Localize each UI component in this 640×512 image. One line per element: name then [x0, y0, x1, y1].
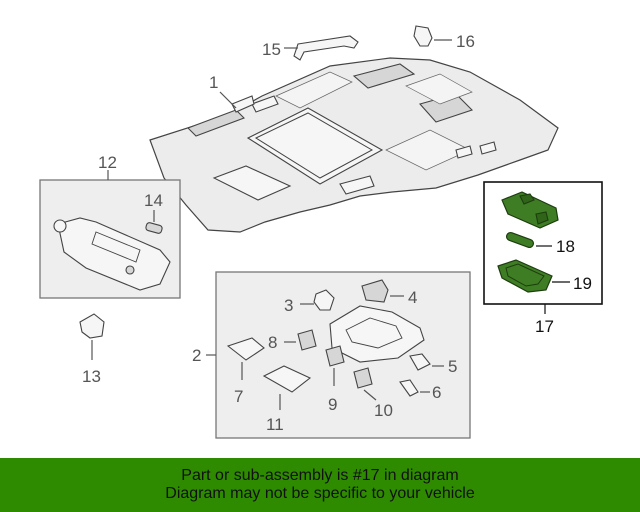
- callout-18: 18: [556, 237, 575, 256]
- callout-15: 15: [262, 40, 281, 59]
- callout-7: 7: [234, 387, 243, 406]
- parts-diagram: 1 15 16 12 14 13 2 3 4: [39, 25, 603, 439]
- switch-icon: [361, 279, 389, 303]
- callout-19: 19: [573, 274, 592, 293]
- visor-clip-icon: [79, 313, 105, 339]
- grab-handle-icon: [293, 35, 359, 61]
- callout-11: 11: [266, 415, 284, 434]
- info-banner: Part or sub-assembly is #17 in diagram D…: [0, 458, 640, 512]
- callout-3: 3: [284, 296, 293, 315]
- lamp-housing-icon: [262, 365, 312, 393]
- callout-12: 12: [98, 153, 117, 172]
- switch-icon: [297, 329, 317, 351]
- callout-6: 6: [432, 383, 441, 402]
- bulb-icon: [506, 231, 534, 249]
- callout-17: 17: [535, 317, 554, 336]
- map-lamp-assembly-icon: [501, 191, 559, 229]
- callout-8: 8: [268, 333, 277, 352]
- callout-10: 10: [374, 401, 393, 420]
- callout-9: 9: [328, 395, 337, 414]
- switch-icon: [409, 353, 431, 371]
- switch-icon: [313, 289, 335, 311]
- switch-icon: [353, 367, 373, 389]
- lens-cover-icon: [497, 259, 553, 293]
- callout-14: 14: [144, 191, 163, 210]
- callout-13: 13: [82, 367, 101, 386]
- bulb-icon: [145, 222, 163, 234]
- banner-line-2: Diagram may not be specific to your vehi…: [165, 485, 475, 502]
- headliner-icon: [149, 57, 559, 233]
- sun-visor-icon: [53, 217, 171, 291]
- clip-icon: [413, 25, 433, 47]
- callout-2: 2: [192, 346, 201, 365]
- callout-5: 5: [448, 357, 457, 376]
- callout-16: 16: [456, 32, 475, 51]
- switch-icon: [325, 345, 345, 367]
- callout-1: 1: [209, 73, 218, 92]
- bulb-icon: [399, 379, 419, 397]
- dome-lamp-box: [215, 271, 471, 439]
- banner-line-1: Part or sub-assembly is #17 in diagram: [181, 467, 459, 484]
- callout-4: 4: [408, 288, 417, 307]
- dome-lamp-icon: [226, 337, 265, 361]
